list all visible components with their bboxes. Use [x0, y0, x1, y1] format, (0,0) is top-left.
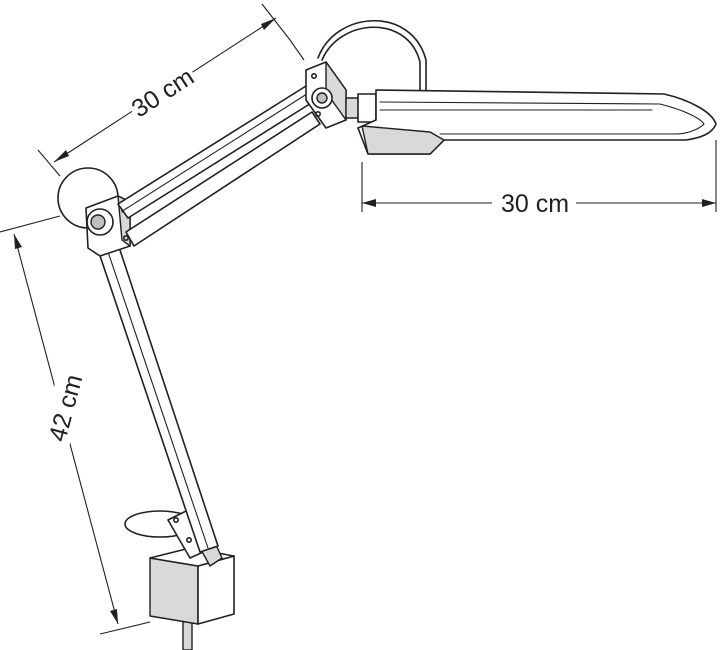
clamp-base [124, 507, 235, 650]
dimension-lamp-head: 30 cm [361, 140, 717, 218]
arrowhead [14, 234, 22, 249]
arrowhead [110, 609, 118, 624]
arrowhead [362, 199, 376, 207]
arrowhead [702, 199, 716, 207]
arrowhead [261, 18, 276, 30]
upper-arm-dimension-label: 30 cm [127, 63, 199, 124]
elbow-joint [57, 167, 131, 257]
arrowhead [54, 150, 69, 162]
lamp-head [357, 89, 717, 155]
lamp-head-dimension-label: 30 cm [501, 190, 569, 218]
lower-arm [93, 231, 219, 553]
